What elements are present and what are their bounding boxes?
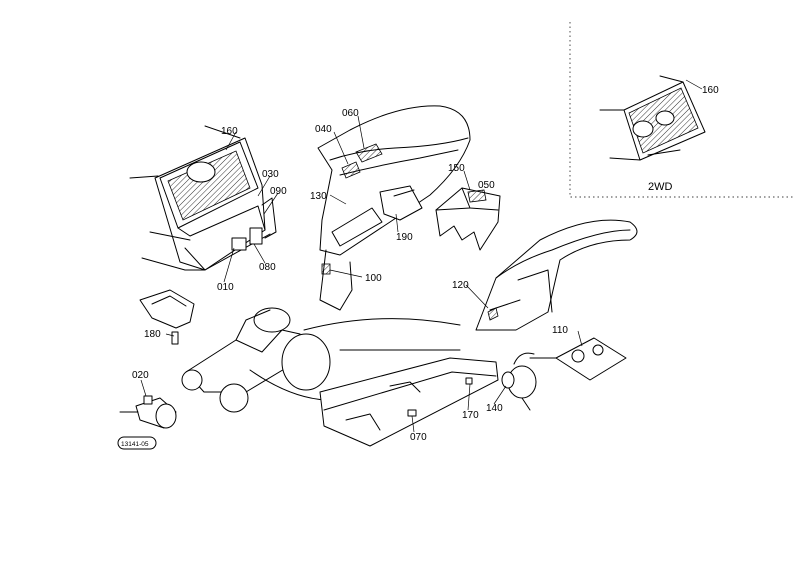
grille-2wd	[599, 75, 706, 161]
label-020: 020	[132, 370, 149, 381]
label-040: 040	[315, 124, 332, 135]
label-180: 180	[144, 329, 161, 340]
hood	[317, 105, 471, 311]
label-100: 100	[365, 273, 382, 284]
label-060: 060	[342, 108, 359, 119]
label-120: 120	[452, 280, 469, 291]
lamp-140	[501, 352, 537, 411]
inset-2wd-label: 2WD	[648, 181, 673, 193]
lamp-020	[119, 395, 177, 429]
label-070: 070	[410, 432, 427, 443]
label-140: 140	[486, 403, 503, 414]
label-080: 080	[259, 262, 276, 273]
label-170: 170	[462, 410, 479, 421]
label-130: 130	[310, 191, 327, 202]
switch-plate-110	[529, 337, 627, 381]
inset-2wd	[569, 22, 793, 198]
label-160-main: 160	[221, 126, 238, 137]
drawing-reference-tag: 13141-05	[117, 436, 157, 450]
drawing-reference: 13141-05	[121, 441, 149, 448]
label-090: 090	[270, 186, 287, 197]
label-010: 010	[217, 282, 234, 293]
label-160-2wd: 160	[702, 85, 719, 96]
label-150: 150	[448, 163, 465, 174]
leader-lines	[140, 79, 703, 433]
wiring-tray	[319, 349, 499, 447]
part-labels: 160 030 090 080 010 040 060 130 190 150 …	[132, 85, 719, 443]
bracket-180	[139, 289, 195, 345]
label-110: 110	[552, 325, 568, 336]
label-030: 030	[262, 169, 279, 180]
tractor-chassis	[181, 307, 461, 413]
label-050: 050	[478, 180, 495, 191]
fender-120	[475, 219, 638, 331]
cover-150-050	[435, 187, 501, 251]
dashboard-panel	[129, 125, 277, 271]
label-190: 190	[396, 232, 413, 243]
